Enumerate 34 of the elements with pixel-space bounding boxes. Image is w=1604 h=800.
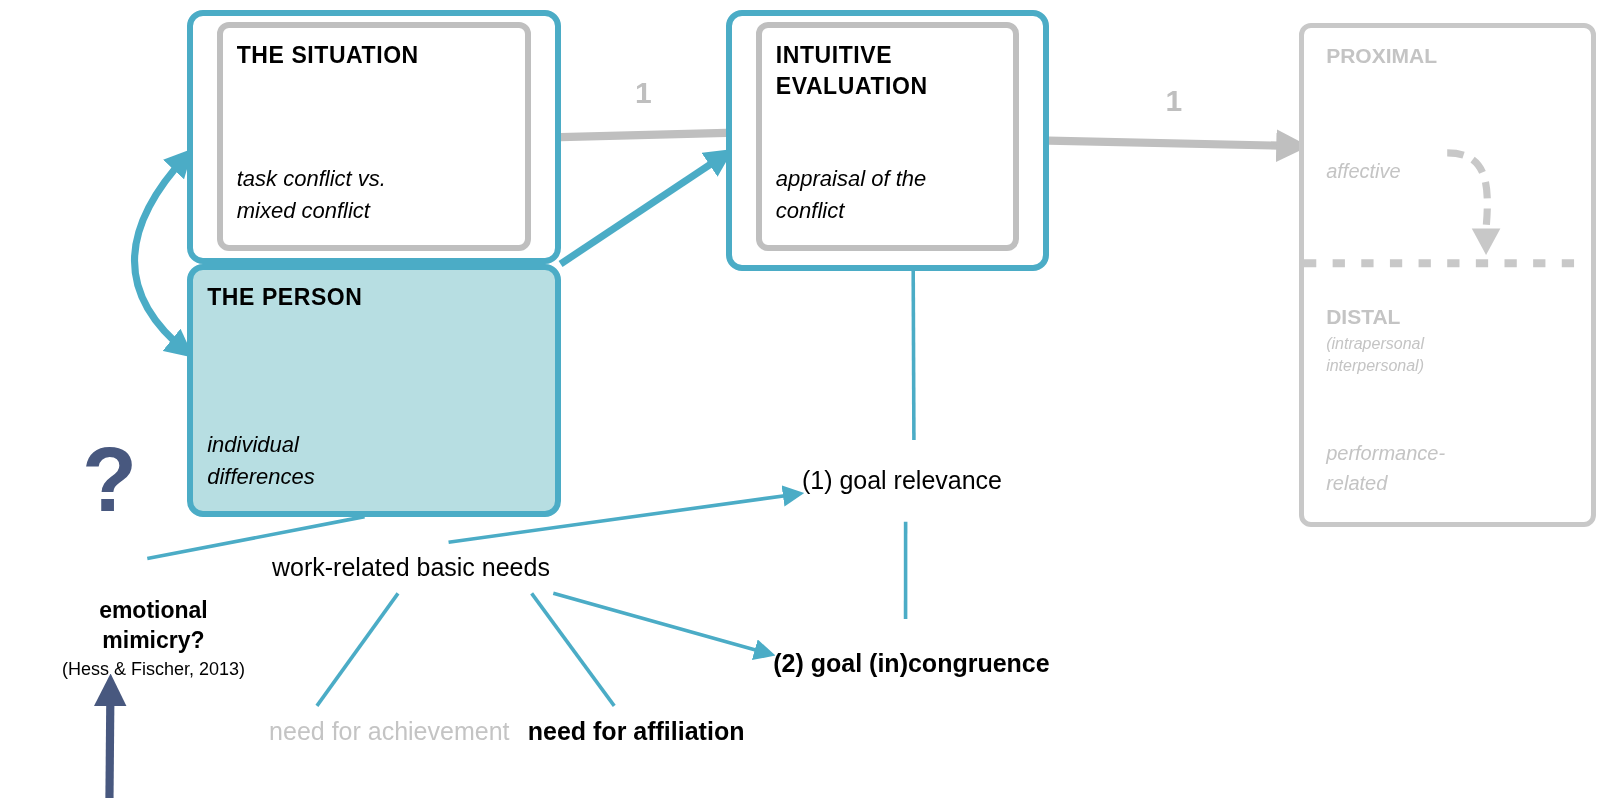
connector-line [146, 514, 365, 561]
node-text: (2) goal (in)congruence [772, 647, 1051, 679]
outcome-box [1299, 22, 1596, 527]
box-heading: INTUITIVE EVALUATION [775, 41, 929, 102]
arrow [93, 673, 127, 798]
question-text: emotional mimicry? [98, 596, 209, 656]
box-description: individual differences [207, 430, 316, 491]
outcome-item: performance-related [1326, 440, 1447, 496]
node-text: (1) goal relevance [800, 465, 1004, 496]
concept-box [216, 22, 531, 252]
connector-line [911, 271, 916, 440]
box-heading: THE PERSON [207, 282, 364, 312]
box-heading: THE SITUATION [236, 41, 420, 71]
group-frame [726, 10, 1049, 272]
group-frame [187, 10, 561, 264]
question-mark: ? [82, 430, 137, 530]
outcome-item: affective [1326, 158, 1401, 184]
box-description: task conflict vs. mixed conflict [236, 165, 387, 226]
connector-line [315, 592, 400, 707]
connector-line [560, 128, 727, 142]
node-text: work-related basic needs [271, 551, 551, 583]
box-description: appraisal of the conflict [775, 165, 928, 226]
connector-line [530, 592, 616, 707]
citation-text: (Hess & Fischer, 2013) [61, 658, 245, 682]
person-box [187, 263, 561, 517]
concept-box [755, 22, 1019, 252]
node-text: need for affiliation [526, 715, 746, 747]
arrow [448, 485, 805, 544]
outcome-note: (intrapersonal interpersonal) [1326, 333, 1426, 376]
outcome-heading: PROXIMAL [1326, 42, 1437, 69]
node-text: need for achievement [268, 715, 511, 747]
outcome-heading: DISTAL [1326, 303, 1401, 330]
connector-line [903, 521, 908, 619]
arrow [552, 591, 776, 661]
